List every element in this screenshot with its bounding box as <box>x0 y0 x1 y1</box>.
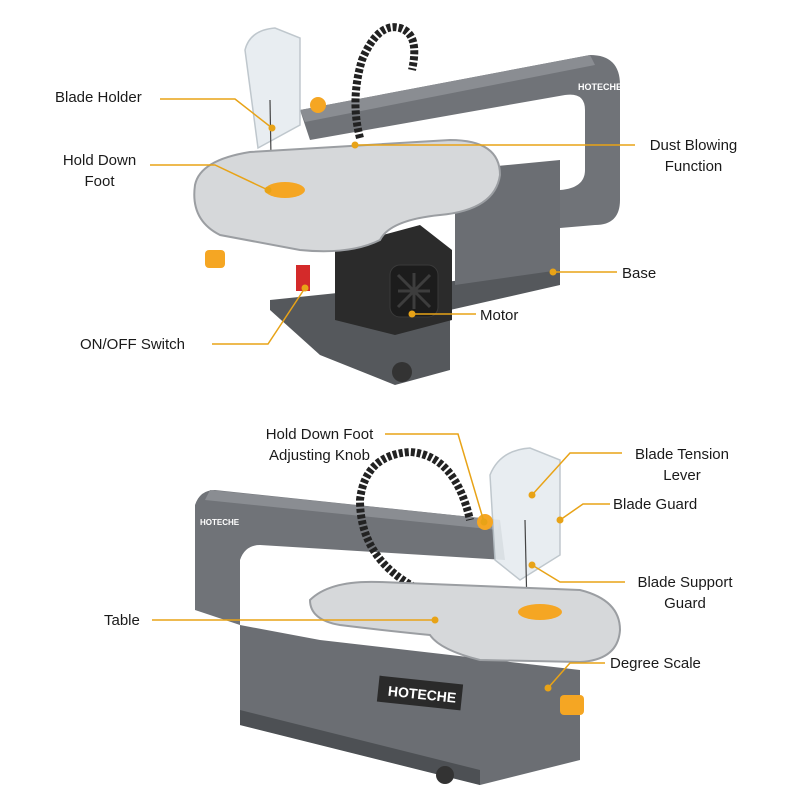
bottom-saw-foot <box>436 766 454 784</box>
label-on-off-switch: ON/OFF Switch <box>80 336 186 353</box>
leader-blade-tension <box>531 452 622 496</box>
top-saw: HOTECHE <box>193 23 622 385</box>
label-dust-blowing-line2: Function <box>664 158 723 175</box>
leader-degree-scale <box>547 662 605 689</box>
leader-dot-on-off-switch <box>301 284 309 292</box>
label-blade-tension: Blade Tension Lever <box>622 444 742 486</box>
bottom-saw-blade-guard <box>489 447 561 581</box>
top-saw-arm-top <box>300 55 595 122</box>
leader-dots <box>264 124 564 692</box>
label-hdf-knob-line2: Adjusting Knob <box>269 447 370 464</box>
leader-dot-motor <box>408 310 416 318</box>
label-blade-support: Blade Support Guard <box>626 572 744 614</box>
leader-hdf-knob <box>385 433 485 523</box>
leader-dot-table <box>431 616 439 624</box>
bottom-saw-logo-plate <box>376 675 464 711</box>
top-saw-motor-grille-pattern <box>396 273 432 309</box>
leader-dot-blade-guard <box>556 516 564 524</box>
leader-blade-guard <box>559 503 610 521</box>
bottom-saw-arm-top <box>205 490 500 530</box>
top-saw-dust-hose <box>351 23 419 140</box>
top-saw-table <box>193 138 502 253</box>
label-hdf-knob: Hold Down Foot Adjusting Knob <box>252 424 387 466</box>
top-saw-tilt-knob <box>205 250 225 268</box>
label-hold-down-foot-line1: Hold Down <box>62 152 137 169</box>
label-hold-down-foot-line2: Foot <box>84 173 115 190</box>
leader-blade-support <box>531 564 625 583</box>
label-hold-down-foot: Hold Down Foot <box>52 150 147 192</box>
leader-dot-blade-holder <box>268 124 276 132</box>
top-saw-switch <box>296 265 310 291</box>
label-dust-blowing: Dust Blowing Function <box>636 135 751 177</box>
leader-dot-degree-scale <box>544 684 552 692</box>
label-blade-holder: Blade Holder <box>55 89 142 106</box>
leader-dot-blade-tension <box>528 491 536 499</box>
bottom-saw-arm-brand: HOTECHE <box>200 518 240 527</box>
leader-lines <box>150 98 635 689</box>
label-dust-blowing-line1: Dust Blowing <box>649 137 738 154</box>
top-saw-tension-knob <box>310 97 326 113</box>
label-blade-guard: Blade Guard <box>613 496 698 513</box>
leader-dot-base <box>549 268 557 276</box>
leader-dot-dust-blowing <box>351 141 359 149</box>
top-saw-hold-down-foot-disc <box>265 182 305 198</box>
bottom-saw-upper-arm <box>195 490 505 625</box>
bottom-saw-dust-hose <box>355 447 474 594</box>
leader-on-off-switch <box>212 287 306 345</box>
leader-dot-blade-support <box>528 561 536 569</box>
label-blade-support-line2: Guard <box>664 595 706 612</box>
bottom-saw-base-strip <box>240 710 480 785</box>
top-saw-foot <box>392 362 412 382</box>
top-saw-brand: HOTECHE <box>578 82 622 92</box>
label-motor: Motor <box>480 307 519 324</box>
label-blade-support-line1: Blade Support <box>637 574 733 591</box>
bottom-saw-table-insert <box>518 604 562 620</box>
bottom-saw-table <box>308 580 622 664</box>
label-blade-tension-line1: Blade Tension <box>635 446 729 463</box>
leader-blade-holder <box>160 98 273 129</box>
bottom-saw: HOTECHE HOTECHE <box>195 447 622 785</box>
bottom-saw-brand: HOTECHE <box>387 683 457 706</box>
leader-dot-hdf-knob <box>480 518 488 526</box>
leader-hold-down-foot <box>150 164 269 191</box>
label-table: Table <box>104 612 140 629</box>
leader-dot-hold-down-foot <box>264 186 272 194</box>
bottom-saw-tilt-knob <box>560 695 584 715</box>
label-hdf-knob-line1: Hold Down Foot <box>265 426 374 443</box>
label-blade-tension-line2: Lever <box>663 467 701 484</box>
label-base: Base <box>622 265 657 282</box>
label-degree-scale: Degree Scale <box>610 655 701 672</box>
